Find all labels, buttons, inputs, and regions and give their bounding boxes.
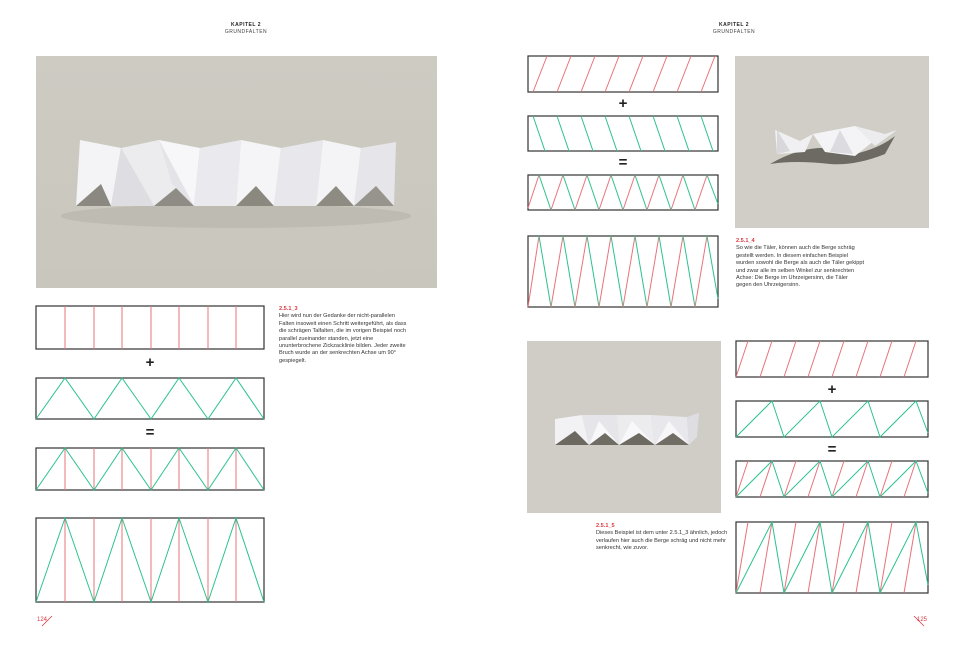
caption-2-5-1-5: 2.5.1_5 Dieses Beispiel ist dem unter 2.… bbox=[596, 523, 731, 553]
equals-operator: = bbox=[827, 441, 837, 458]
caption-2-5-1-3: 2.5.1_3 Hier wird nun der Gedanke der ni… bbox=[279, 306, 411, 365]
chapter-label: KAPITEL 2 bbox=[719, 22, 749, 28]
caption-number: 2.5.1_5 bbox=[596, 523, 615, 529]
diagram-vertical-mountain-folds bbox=[35, 305, 265, 350]
diagram-combined-folds bbox=[35, 447, 265, 491]
diagram-sawtooth-valley-folds bbox=[735, 400, 929, 438]
equals-operator: = bbox=[618, 154, 628, 171]
origami-photo-pyramids bbox=[527, 341, 721, 513]
diagram-zigzag-valley-folds bbox=[35, 377, 265, 420]
right-top-fold-diagrams bbox=[527, 55, 719, 308]
page-number-text: 124 bbox=[37, 617, 48, 623]
chapter-label: KAPITEL 2 bbox=[231, 22, 261, 28]
page-number-left: 124 bbox=[37, 617, 47, 623]
diagram-slanted-valley-folds bbox=[527, 115, 719, 152]
diagram-combined-sawtooth-large bbox=[735, 520, 929, 595]
caption-text: Dieses Beispiel ist dem unter 2.5.1_3 äh… bbox=[596, 530, 728, 552]
origami-photo-zigzag bbox=[36, 56, 437, 288]
diagram-combined-sawtooth bbox=[735, 460, 929, 498]
caption-text: So wie die Täler, können auch die Berge … bbox=[736, 245, 865, 289]
diagram-slanted-mountain-folds-2 bbox=[735, 340, 929, 378]
diagram-combined-large bbox=[35, 516, 265, 604]
caption-number: 2.5.1_3 bbox=[279, 306, 298, 312]
right-bottom-fold-diagrams bbox=[735, 340, 929, 595]
page-slash-icon bbox=[913, 615, 925, 627]
caption-number: 2.5.1_4 bbox=[736, 238, 755, 244]
page-number-right: 125 bbox=[917, 617, 927, 623]
plus-operator: + bbox=[145, 354, 155, 371]
equals-operator: = bbox=[145, 424, 155, 441]
caption-2-5-1-4: 2.5.1_4 So wie die Täler, können auch di… bbox=[736, 238, 864, 290]
left-fold-diagrams bbox=[35, 305, 265, 604]
chapter-title: GRUNDFALTEN bbox=[224, 29, 268, 35]
plus-operator: + bbox=[618, 95, 628, 112]
diagram-slanted-mountain-folds bbox=[527, 55, 719, 93]
diagram-combined-slanted bbox=[527, 174, 719, 211]
page-number-text: 125 bbox=[917, 617, 928, 623]
diagram-combined-slanted-large bbox=[527, 235, 719, 308]
page-slash-icon bbox=[41, 615, 53, 627]
left-page-header: KAPITEL 2 GRUNDFALTEN bbox=[186, 22, 306, 36]
chapter-title: GRUNDFALTEN bbox=[712, 29, 756, 35]
right-page-header: KAPITEL 2 GRUNDFALTEN bbox=[674, 22, 794, 36]
caption-text: Hier wird nun der Gedanke der nicht-para… bbox=[279, 313, 407, 364]
origami-photo-twisted bbox=[735, 56, 929, 228]
plus-operator: + bbox=[827, 381, 837, 398]
